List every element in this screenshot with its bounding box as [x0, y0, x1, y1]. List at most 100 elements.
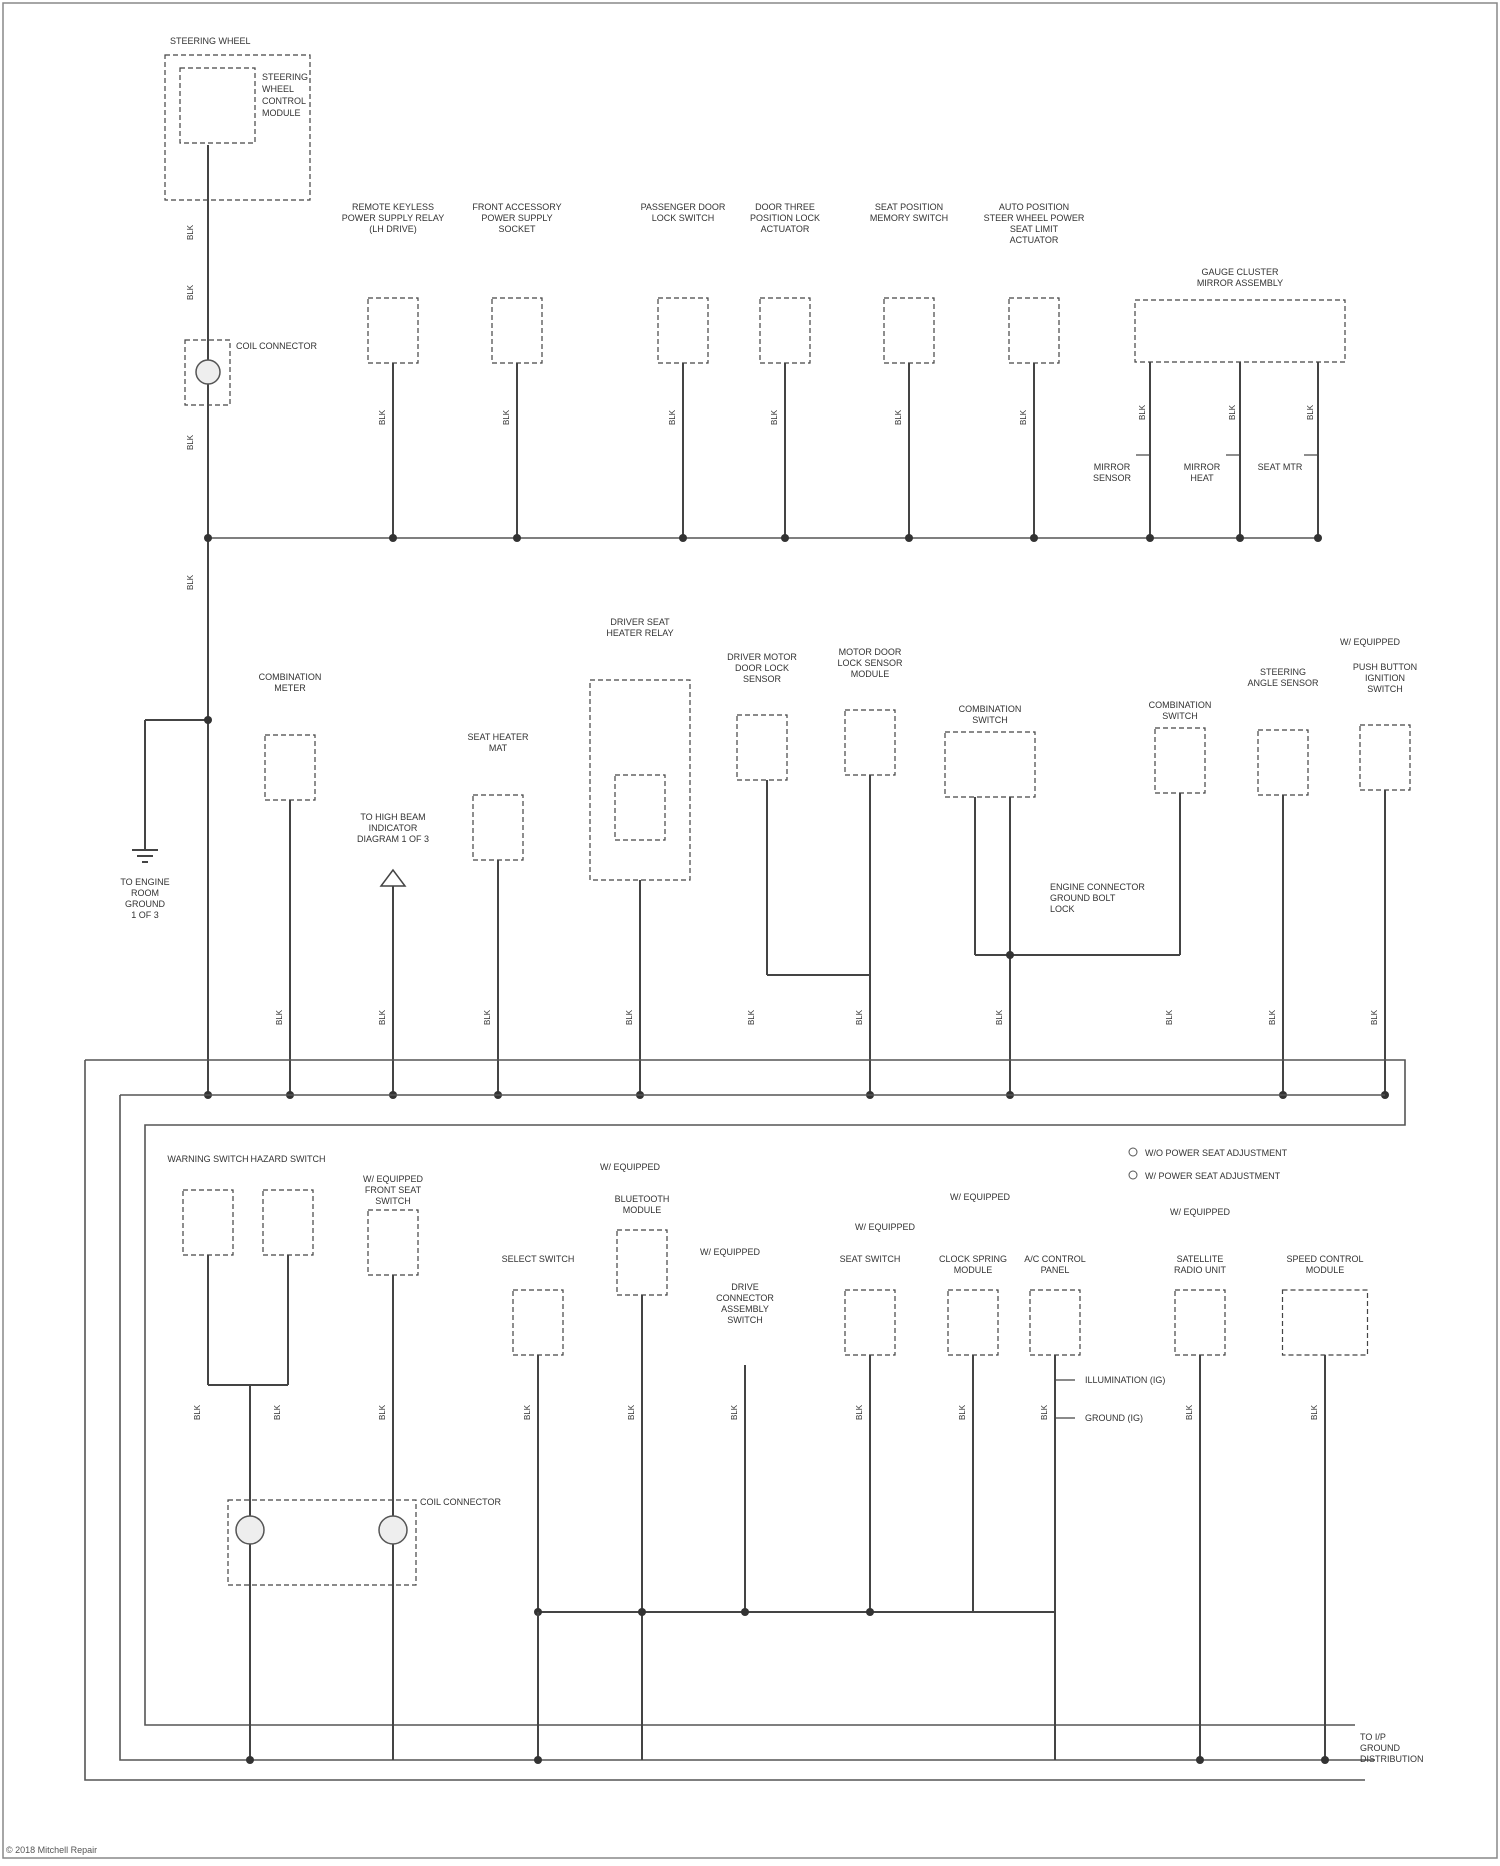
row1-sub-label: SEAT MTR [1258, 462, 1303, 472]
equipped-note: W/ EQUIPPED [1170, 1207, 1231, 1217]
wire-color-label: BLK [1138, 404, 1147, 420]
row3-seat-switch: SEAT SWITCH BLK [840, 1254, 901, 1612]
wire-color-label: BLK [995, 1009, 1004, 1025]
wire-color-label: BLK [378, 1404, 387, 1420]
steering-wheel-label: STEERING WHEEL [170, 36, 251, 46]
svg-text:BLK: BLK [186, 574, 195, 590]
wire-color-label: BLK [747, 1009, 756, 1025]
component-label: SPEED CONTROLMODULE [1286, 1254, 1363, 1275]
svg-text:BLK: BLK [186, 434, 195, 450]
wire-color-label: BLK [770, 409, 779, 425]
wire-color-label: BLK [855, 1009, 864, 1025]
wire-color-label: BLK [668, 409, 677, 425]
row3-warning-switch: WARNING SWITCH BLK [167, 1154, 248, 1420]
wire-color-label: BLK [483, 1009, 492, 1025]
row3-clock-spring-module: CLOCK SPRINGMODULEBLK [939, 1254, 1007, 1612]
wire-color-label: BLK [1228, 404, 1237, 420]
equipped-note: W/ EQUIPPED [1340, 637, 1401, 647]
coil-connector-1: COIL CONNECTOR [185, 340, 318, 405]
wire-color-label: BLK [378, 409, 387, 425]
wire-color-label: BLK [958, 1404, 967, 1420]
wire-color-label: BLK [894, 409, 903, 425]
wire-color-label: BLK [1268, 1009, 1277, 1025]
coil-connector-2: COIL CONNECTOR [228, 1497, 502, 1585]
wire-color-label: BLK [193, 1404, 202, 1420]
equipped-note: W/ EQUIPPED [855, 1222, 916, 1232]
wire-color-label: BLK [502, 409, 511, 425]
steering-control-module-label: STEERINGWHEELCONTROLMODULE [262, 72, 308, 118]
legend: W/O POWER SEAT ADJUSTMENT W/ POWER SEAT … [1129, 1148, 1288, 1181]
component-label: SATELLITERADIO UNIT [1174, 1254, 1227, 1275]
equipped-note: W/ EQUIPPED [700, 1247, 761, 1257]
svg-text:BLK: BLK [186, 224, 195, 240]
legend-item-2: W/ POWER SEAT ADJUSTMENT [1145, 1171, 1281, 1181]
coil-connector-label: COIL CONNECTOR [236, 341, 318, 351]
component-label: WARNING SWITCH [167, 1154, 248, 1164]
wire-color-label: BLK [625, 1009, 634, 1025]
component-label: COMBINATIONSWITCH [1149, 700, 1212, 721]
equipped-note: W/ EQUIPPED [600, 1162, 661, 1172]
wire-color-label: BLK [1370, 1009, 1379, 1025]
component-label: SEAT SWITCH [840, 1254, 901, 1264]
copyright: © 2018 Mitchell Repair [6, 1845, 97, 1855]
wire-color-label: BLK [273, 1404, 282, 1420]
wire-color-label: BLK [855, 1404, 864, 1420]
wire-color-label: BLK [730, 1404, 739, 1420]
ac-pin-note: GROUND (IG) [1085, 1413, 1143, 1423]
wire-color-label: BLK [627, 1404, 636, 1420]
wire-color-label: BLK [1040, 1404, 1049, 1420]
component-label: HAZARD SWITCH [251, 1154, 326, 1164]
wire-color-label: BLK [378, 1009, 387, 1025]
wire-color-label: BLK [1306, 404, 1315, 420]
component-label: SELECT SWITCH [502, 1254, 575, 1264]
legend-item-1: W/O POWER SEAT ADJUSTMENT [1145, 1148, 1288, 1158]
row3-hazard-switch: HAZARD SWITCH BLK [251, 1154, 326, 1420]
